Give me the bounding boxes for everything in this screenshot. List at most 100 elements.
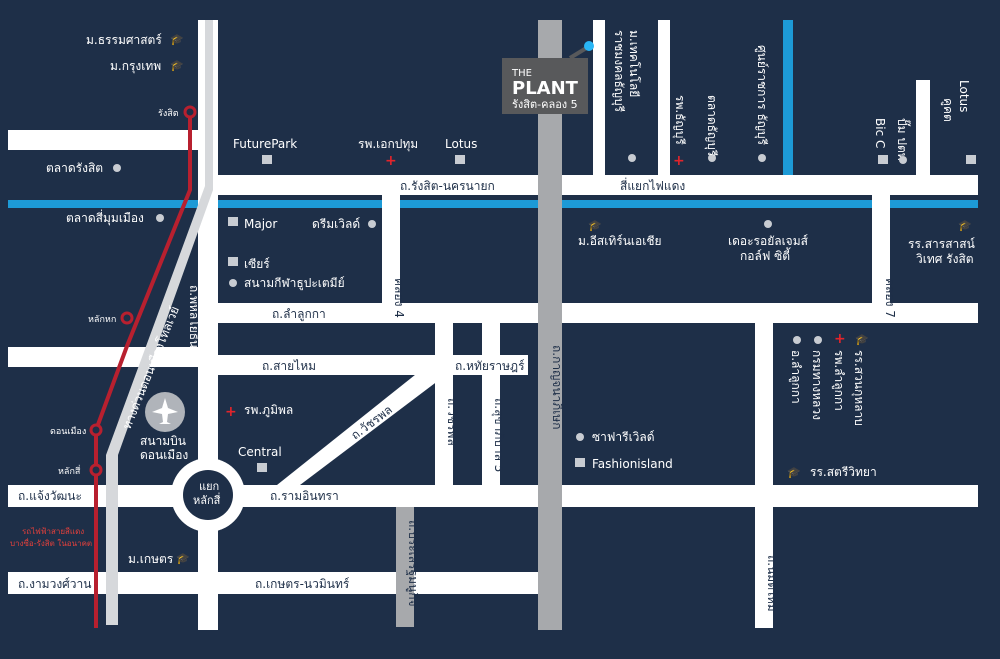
- label-talad-simummuang: ตลาดสี่มุมเมือง: [66, 209, 144, 226]
- expressways: [106, 20, 562, 630]
- label-prasertmanukit: ถ.ประเสริฐมนูกิจ: [405, 520, 420, 607]
- label-thammasat: ม.ธรรมศาสตร์: [86, 33, 162, 47]
- hospital-cross-icon: +: [385, 153, 397, 169]
- label-m-technology-2: ราชมงคลธัญบุรี: [611, 30, 626, 113]
- label-rp-lamlukka: รพ.ลำลูกกา: [831, 350, 846, 411]
- label-rp-thanyaburi: รพ.ธัญบุรี: [672, 95, 687, 145]
- canal-rangsit: [8, 200, 978, 208]
- station-laksi6-dot: [120, 311, 134, 325]
- grad-cap-icon: 🎓: [855, 333, 869, 346]
- label-school-rangsit-2: วิเทศ รังสิต: [916, 252, 974, 266]
- label-m-technology-1: ม.เทคโนโลยี: [627, 30, 641, 97]
- station-rangsit-label: รังสิต: [158, 108, 179, 119]
- road-north-3: [916, 80, 930, 175]
- station-laksi6-label: หลักหก: [88, 315, 116, 325]
- project-location: รังสิต-คลอง 5: [512, 98, 578, 111]
- label-khlong7: คลอง 7: [883, 278, 897, 318]
- road-north-1: [593, 20, 605, 175]
- rail-note-line2: บางซื่อ-รังสิต ในอนาคต: [10, 537, 92, 548]
- airport-label-line1: สนามบิน: [140, 434, 186, 448]
- label-laksi-circle: แยกหลักสี่: [193, 480, 221, 507]
- shopping-bag-icon: [228, 217, 238, 226]
- shopping-bag-icon: [575, 458, 585, 467]
- red-line: [89, 105, 197, 628]
- label-talad-rangsit: ตลาดรังสิต: [46, 161, 103, 175]
- station-donmuang-dot: [89, 423, 103, 437]
- road-rangsit-nakhonnayok: [218, 175, 978, 195]
- grad-cap-icon: 🎓: [170, 33, 184, 46]
- road-north-2: [658, 20, 670, 175]
- lak-si-circle: [171, 458, 245, 532]
- label-chaengwattana: ถ.แจ้งวัฒนะ: [18, 489, 82, 503]
- brand-box: [502, 58, 588, 114]
- label-school-rangsit-1: รร.สารสาสน์: [908, 237, 975, 251]
- shopping-bag-icon: [228, 257, 238, 266]
- canals: [8, 20, 978, 208]
- road-sukhaphiban5: [482, 323, 500, 485]
- label-futurepark: FuturePark: [233, 137, 297, 151]
- label-watcharapol-v: ถ.วัชรพล: [445, 398, 459, 446]
- label-kanchanaphisek: ถ.กาญจนาภิเษก: [550, 345, 564, 429]
- label-saimai: ถ.สายไหม: [262, 359, 316, 373]
- label-kumbang: กรมทางหลวง: [810, 350, 824, 420]
- grad-cap-icon: 🎓: [176, 552, 190, 565]
- station-laksi-dot: [89, 463, 103, 477]
- grad-cap-icon: 🎓: [787, 466, 801, 479]
- dot-icon: [113, 164, 121, 172]
- coffee-cup-icon: [966, 155, 976, 164]
- label-fashion: Fashionisland: [592, 457, 673, 471]
- rail-note: รถไฟฟ้าสายสีแดง บางซื่อ-รังสิต ในอนาคต: [10, 527, 92, 548]
- road-watcharapol-diag: [277, 355, 455, 485]
- label-thupatemi: สนามกีฬาธูปะเตมีย์: [244, 276, 345, 291]
- dot-icon: [576, 433, 584, 441]
- label-government-center: ศูนย์ราชการ ธัญบุรี: [754, 45, 769, 146]
- grad-cap-icon: 🎓: [170, 59, 184, 72]
- station-rangsit-dot: [183, 105, 197, 119]
- dot-icon: [708, 154, 716, 162]
- label-bic-c: Bic C: [873, 118, 887, 148]
- hospital-cross-icon: +: [673, 153, 685, 169]
- label-royal-gems-1: เดอะรอยัลเจมส์: [728, 234, 809, 248]
- coffee-cup-icon: [878, 155, 888, 164]
- label-school-satri: รร.สตรีวิทยา: [810, 465, 877, 479]
- label-rp-ekpathum: รพ.เอกปทุม: [358, 137, 418, 152]
- label-rangsit-nakhonnayok: ถ.รังสิต-นครนายก: [400, 179, 495, 193]
- label-royal-gems-2: กอล์ฟ ซิตี้: [740, 247, 791, 263]
- label-amphoe-lamlukka: อ.ลำลูกกา: [788, 350, 803, 404]
- road-khlong4: [382, 195, 400, 303]
- road-donmuang-tollway: [106, 20, 213, 625]
- label-phahonyothin: ถ.พหลโยธิน: [187, 285, 201, 348]
- hospital-cross-icon: +: [225, 404, 237, 420]
- rail-station-labels: รังสิต หลักหก ดอนเมือง หลักสี่: [50, 108, 179, 477]
- label-ngamwongwan: ถ.งามวงศ์วาน: [18, 577, 91, 591]
- label-ramintra: ถ.รามอินทรา: [270, 489, 339, 503]
- road-top-left: [8, 130, 198, 150]
- label-school-suankularb: รร.สวนกุหลาบ: [851, 350, 866, 426]
- label-sukhaphiban5: ถ.สุขาภิบาล 5: [491, 398, 506, 472]
- dot-icon: [899, 156, 907, 164]
- laksi-line1: แยก: [199, 480, 219, 493]
- shopping-bag-icon: [257, 463, 267, 472]
- airport-label-line2: ดอนเมือง: [140, 448, 188, 462]
- project-marker: THE PLANT รังสิต-คลอง 5: [502, 41, 594, 114]
- label-central: Central: [238, 445, 282, 459]
- label-safari: ซาฟารีเวิลด์: [592, 430, 655, 444]
- shopping-bag-icon: [262, 155, 272, 164]
- airport: สนามบิน ดอนเมือง: [140, 392, 188, 462]
- label-khlong4: คลอง 4: [392, 278, 406, 318]
- station-laksi-label: หลักสี่: [58, 464, 81, 477]
- label-m-kaset: ม.เกษตร: [128, 552, 174, 566]
- label-lotus1: Lotus: [445, 137, 477, 151]
- landmarks: ม.ธรรมศาสตร์ 🎓 ม.กรุงเทพ 🎓 ตลาดรังสิต ตล…: [46, 30, 976, 566]
- road-kanchanaphisek: [538, 20, 562, 630]
- dot-icon: [229, 279, 237, 287]
- laksi-line2: หลักสี่: [193, 492, 221, 507]
- label-zeer: เซียร์: [244, 257, 270, 271]
- label-talad-thanyaburi: ตลาดธัญบุรี: [704, 95, 719, 157]
- label-rp-bhumibol: รพ.ภูมิพล: [244, 403, 293, 418]
- label-dreamworld: ดรีมเวิลด์: [312, 217, 360, 231]
- label-kaset-nawamin: ถ.เกษตร-นวมินทร์: [255, 577, 350, 591]
- label-lotus2-1: Lotus: [957, 80, 971, 112]
- label-hathairat: ถ.หทัยราษฎร์: [455, 359, 525, 373]
